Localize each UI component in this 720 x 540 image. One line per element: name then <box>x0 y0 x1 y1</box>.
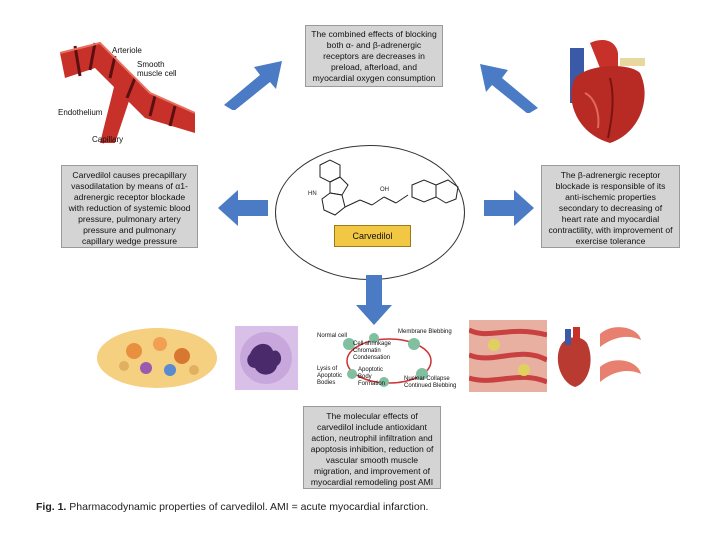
apop-normal-cell: Normal cell <box>317 333 348 339</box>
label-endothelium: Endothelium <box>58 108 103 117</box>
blood-vessel-illustration <box>55 38 195 148</box>
apop-membrane-blebbing: Membrane Blebbing <box>398 329 452 335</box>
box-beta-blockade: The β-adrenergic receptor blockade is re… <box>541 165 680 248</box>
apop-body-formation: Apoptotic Body Formation <box>358 367 386 387</box>
label-capillary: Capillary <box>92 135 124 144</box>
ventricle-cross-sections <box>598 322 643 392</box>
svg-text:OH: OH <box>380 187 389 193</box>
arrow-right <box>484 190 534 226</box>
arrow-top-left <box>224 61 282 110</box>
cell-cluster-illustration <box>94 326 220 390</box>
apoptosis-cycle-diagram <box>314 326 464 392</box>
carvedilol-label: Carvedilol <box>334 225 411 247</box>
neutrophil-micrograph <box>235 326 298 390</box>
vascular-smooth-muscle-illustration <box>469 320 547 392</box>
caption-label: Fig. 1. <box>36 501 67 513</box>
carvedilol-structure: HN OH <box>308 159 459 216</box>
heart-illustration <box>560 38 655 148</box>
figure-caption: Fig. 1. Pharmacodynamic properties of ca… <box>36 501 428 513</box>
svg-text:HN: HN <box>308 191 317 197</box>
apop-cell-shrinkage: Cell shrinkage Chromatin Condensation <box>353 341 392 361</box>
label-arteriole: Arteriole <box>112 46 142 55</box>
carvedilol-ellipse <box>275 145 465 280</box>
arrow-left <box>218 190 268 226</box>
label-smooth-muscle: Smooth muscle cell <box>137 60 177 78</box>
arrow-top-right <box>480 64 538 113</box>
apop-lysis: Lysis of Apoptotic Bodies <box>317 366 343 386</box>
arrow-down <box>356 275 392 325</box>
apop-nuclear-collapse: Nuclear Collapse Continued Blebbing <box>404 376 457 389</box>
caption-text: Pharmacodynamic properties of carvedilol… <box>69 501 429 513</box>
heart-remodeling-illustration <box>553 325 595 390</box>
box-vasodilatation: Carvedilol causes precapillary vasodilat… <box>61 165 198 248</box>
box-molecular-effects: The molecular effects of carvedilol incl… <box>303 406 441 489</box>
box-combined-effects: The combined effects of blocking both α-… <box>305 25 443 87</box>
